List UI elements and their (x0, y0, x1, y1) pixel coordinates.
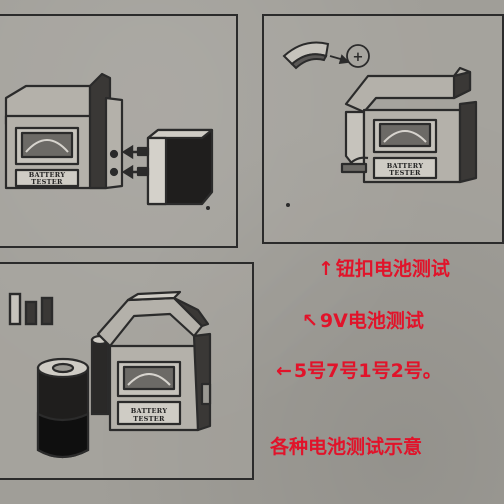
illustration-button-cell-test: + BATTERY TESTER (282, 41, 478, 184)
insert-arrow (329, 54, 350, 65)
battery-tester-device (96, 290, 212, 432)
caption-footer: 各种电池测试示意 (270, 436, 422, 458)
caption-9v: ↖9V电池测试 (302, 310, 424, 332)
panel-button-cell-test: + BATTERY TESTER (262, 14, 504, 244)
device-label-line1: BATTERY (29, 171, 66, 179)
plus-sign: + (353, 50, 364, 65)
device-label-line2: TESTER (31, 178, 63, 186)
device-label-line1: BATTERY (387, 162, 424, 170)
plus-terminal-icon (346, 44, 370, 68)
button-cell-battery (282, 41, 330, 70)
caption-button-cell: ↑钮扣电池测试 (318, 258, 450, 280)
up-arrow-icon: ↑ (318, 258, 334, 280)
battery-tester-device (4, 72, 124, 190)
left-arrow-icon: ← (276, 360, 292, 382)
panel-9v-test: BATTERY TESTER (0, 14, 238, 248)
caption-button-cell-text: 钮扣电池测试 (335, 258, 450, 280)
9v-battery (136, 128, 214, 206)
up-left-arrow-icon: ↖ (302, 310, 318, 332)
device-label-line2: TESTER (389, 169, 421, 177)
caption-sizes-text: 5号7号1号2号。 (293, 360, 442, 382)
caption-sizes: ←5号7号1号2号。 (276, 360, 442, 382)
d-cell-battery (36, 357, 90, 459)
panel-cylinder-test: BATTERY TESTER (0, 262, 254, 480)
battery-size-icons (8, 292, 54, 326)
device-label-line2: TESTER (133, 415, 165, 423)
illustration-9v-test: BATTERY TESTER (4, 72, 214, 206)
caption-9v-text: 9V电池测试 (319, 310, 424, 332)
caption-footer-text: 各种电池测试示意 (270, 436, 423, 458)
illustration-cylinder-test: BATTERY TESTER (8, 290, 212, 459)
battery-tester-device (340, 66, 478, 184)
device-label-line1: BATTERY (131, 407, 168, 415)
